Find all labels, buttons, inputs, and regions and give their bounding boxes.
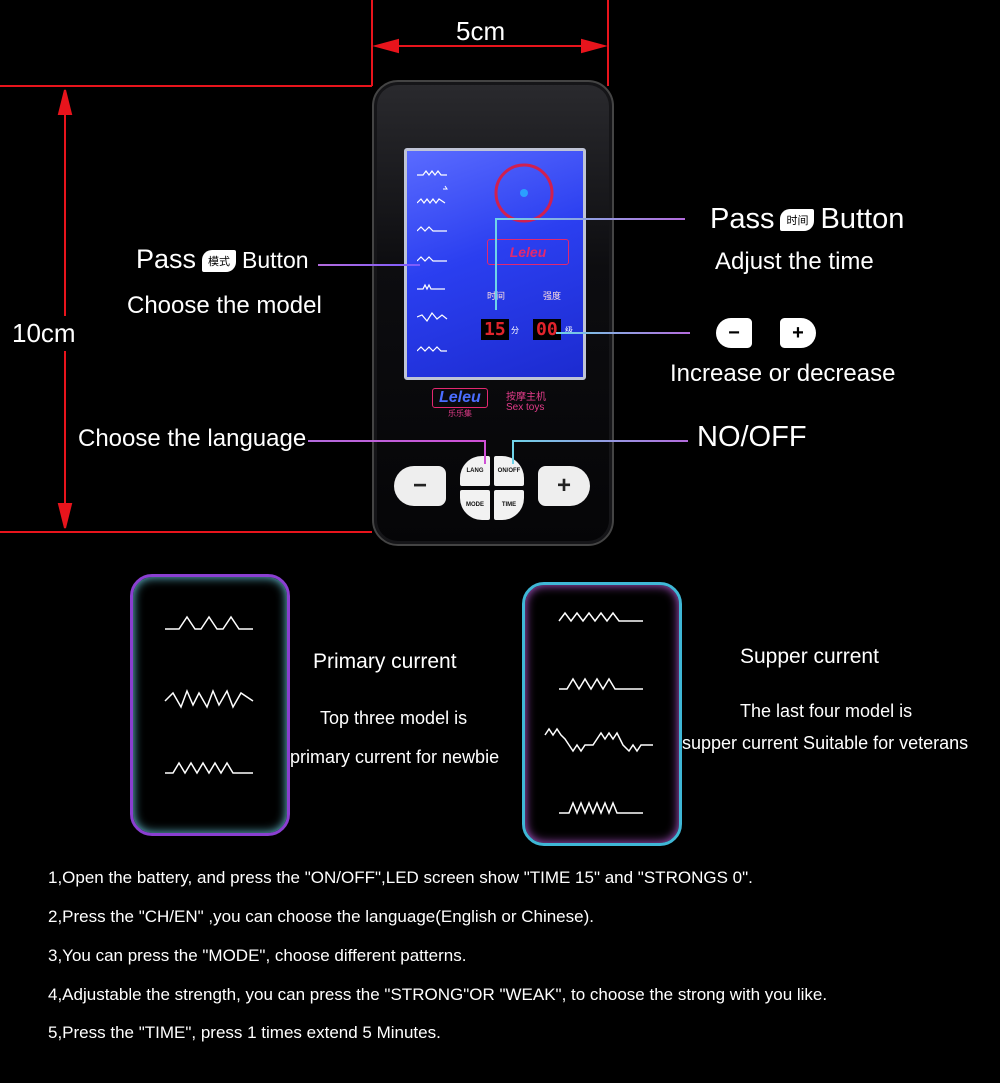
adjust-minus-icon: − <box>716 318 752 348</box>
lead-power-v <box>512 440 514 464</box>
lead-time-v <box>495 218 497 310</box>
instruction-3: 3,You can press the "MODE", choose diffe… <box>48 946 467 965</box>
brand-cn: 乐乐集 <box>448 409 472 418</box>
time-callout-subtitle: Adjust the time <box>715 248 874 275</box>
strength-unit: 级 <box>565 326 573 335</box>
supper-title: Supper current <box>740 645 879 668</box>
supper-line-1: The last four model is <box>740 701 913 721</box>
mode-callout-pre: Pass <box>136 244 197 274</box>
strength-readout: 00 <box>533 319 561 340</box>
onoff-button[interactable]: ON/OFF <box>494 456 524 486</box>
device-controller: Leleu 时间 强度 15 分 00 级 Leleu 按摩主机 Sex toy… <box>372 80 614 546</box>
control-pad: − + LANG ON/OFF MODE TIME <box>394 452 590 530</box>
lead-adjust <box>556 332 690 334</box>
supper-line-2: supper current Suitable for veterans <box>682 733 969 753</box>
instruction-5: 5,Press the "TIME", press 1 times extend… <box>48 1023 441 1042</box>
brand-logo: Leleu <box>432 388 488 408</box>
primary-line-1: Top three model is <box>320 708 468 728</box>
instruction-1: 1,Open the battery, and press the "ON/OF… <box>48 868 753 887</box>
supper-current-card <box>522 582 682 846</box>
lead-time <box>495 218 685 220</box>
brand-line-2: Sex toys <box>506 402 545 413</box>
mode-button[interactable]: MODE <box>460 490 490 520</box>
width-label: 5cm <box>456 16 506 46</box>
adjust-callout-subtitle: Increase or decrease <box>670 360 896 387</box>
adjust-plus-icon: + <box>780 318 816 348</box>
minus-button[interactable]: − <box>394 466 446 506</box>
time-callout-pre: Pass <box>710 203 775 235</box>
lead-language <box>308 440 486 442</box>
lead-power <box>512 440 688 442</box>
instruction-4: 4,Adjustable the strength, you can press… <box>48 985 828 1004</box>
time-unit: 分 <box>511 326 519 335</box>
dimension-lines <box>0 0 609 533</box>
height-label: 10cm <box>12 316 76 351</box>
strength-dial-icon <box>494 163 554 223</box>
time-button[interactable]: TIME <box>494 490 524 520</box>
supper-wave-icons <box>544 611 653 816</box>
primary-line-2: primary current for newbie <box>290 747 500 767</box>
mode-wave-icons <box>417 170 448 352</box>
lead-language-v <box>484 440 486 464</box>
primary-title: Primary current <box>313 650 457 673</box>
primary-current-card <box>130 574 290 836</box>
primary-wave-icons <box>164 615 254 775</box>
screen-logo: Leleu <box>487 239 569 265</box>
mode-tag: 模式 <box>202 249 237 272</box>
lead-mode <box>318 264 420 266</box>
time-callout-post: Button <box>820 203 905 235</box>
plus-button[interactable]: + <box>538 466 590 506</box>
screen-strength-label: 强度 <box>543 291 562 301</box>
brand-line-1: 按摩主机 <box>506 392 546 403</box>
time-readout: 15 <box>481 319 509 340</box>
instruction-2: 2,Press the "CH/EN" ,you can choose the … <box>48 907 594 926</box>
language-callout: Choose the language <box>78 425 307 452</box>
mode-callout-post: Button <box>242 247 309 273</box>
time-tag: 时间 <box>780 209 815 232</box>
power-callout: NO/OFF <box>697 421 807 453</box>
mode-callout-subtitle: Choose the model <box>127 292 322 319</box>
